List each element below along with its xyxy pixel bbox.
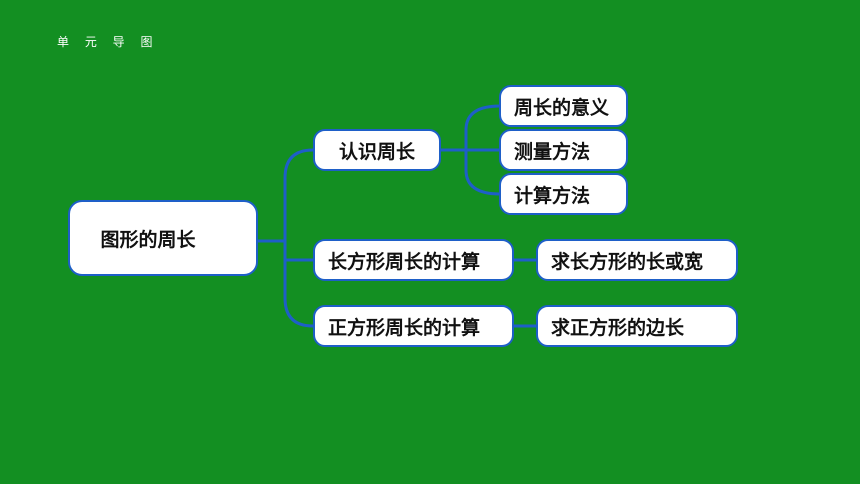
- leaf-node-square-side: 求正方形的边长: [536, 305, 738, 347]
- leaf-node-calculate: 计算方法: [499, 173, 628, 215]
- connector-trunk: [283, 148, 315, 328]
- leaf-node-rectangle-sides: 求长方形的长或宽: [536, 239, 738, 281]
- leaf-node-meaning: 周长的意义: [499, 85, 628, 127]
- branch-node-square: 正方形周长的计算: [313, 305, 514, 347]
- branch-node-know-perimeter: 认识周长: [313, 129, 441, 171]
- page-section-title: 单 元 导 图: [57, 35, 159, 49]
- branch-node-rectangle: 长方形周长的计算: [313, 239, 514, 281]
- leaf-node-measure: 测量方法: [499, 129, 628, 171]
- root-node: 图形的周长: [68, 200, 258, 276]
